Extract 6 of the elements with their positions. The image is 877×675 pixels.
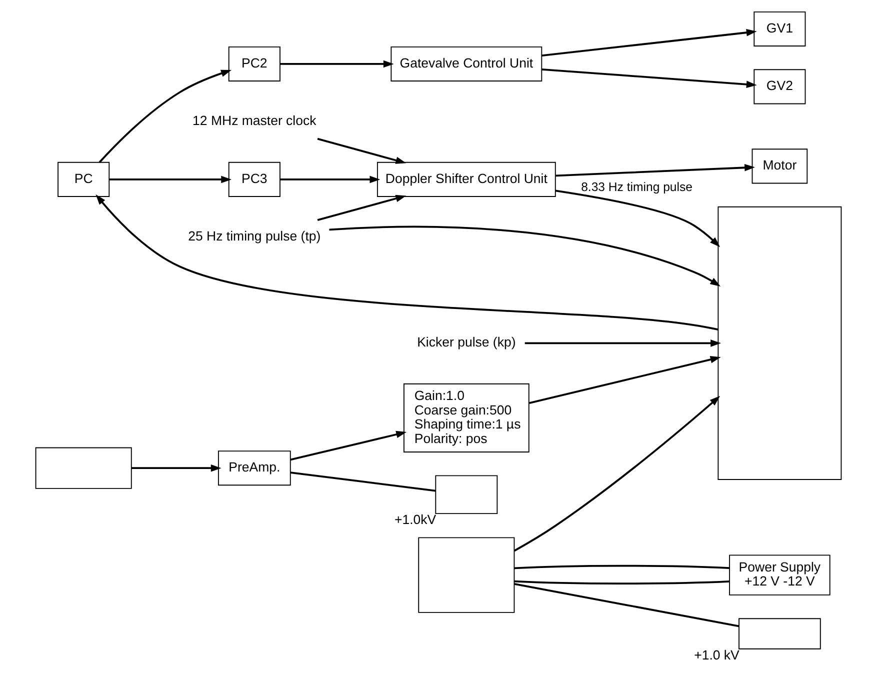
node-label: +1.0kV — [394, 512, 436, 528]
node-label: +1.0 kV — [694, 647, 740, 662]
node-text: 12 MHz master clock — [192, 113, 316, 128]
edge-label: 8.33 Hz timing pulse — [581, 180, 692, 194]
node-text: 25 Hz timing pulse (tp) — [188, 228, 321, 244]
node-text: Kicker pulse (kp) — [417, 334, 516, 350]
